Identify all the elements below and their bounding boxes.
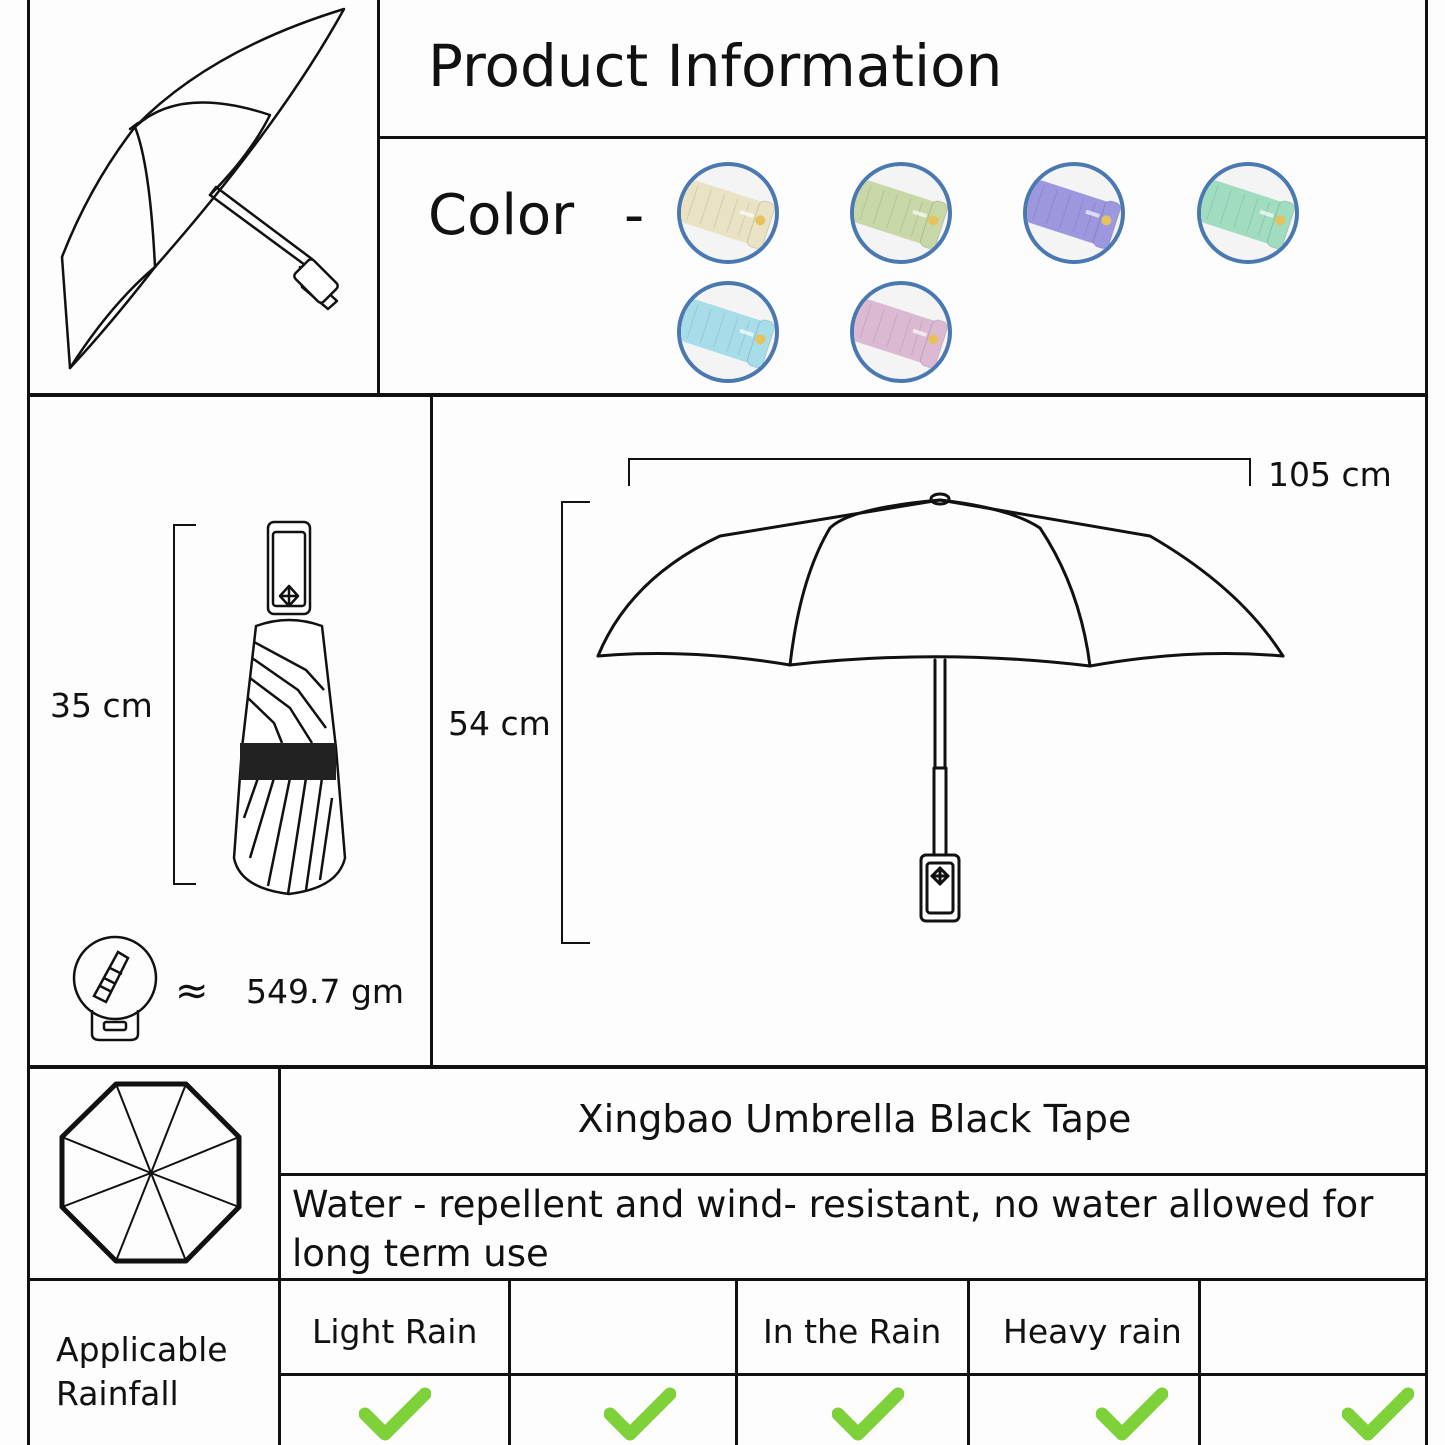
open-umbrella-front-illustration	[596, 492, 1285, 923]
rainfall-col-in-the-rain: In the Rain	[763, 1312, 942, 1351]
color-swatch-beige[interactable]	[677, 162, 779, 264]
scale-icon	[72, 935, 158, 1042]
border-right	[1425, 0, 1428, 1445]
divider-h-product	[280, 1173, 1428, 1176]
open-umbrella-side-illustration	[60, 7, 346, 370]
weight-approx-symbol: ≈	[175, 968, 209, 1014]
color-swatch-lavender[interactable]	[1023, 162, 1125, 264]
check-icon	[832, 1387, 904, 1441]
rainfall-label: Applicable Rainfall	[56, 1330, 228, 1413]
divider-h-mid	[27, 1065, 1428, 1069]
check-icon	[1096, 1387, 1168, 1441]
color-separator: -	[624, 183, 645, 248]
divider-h-rainfall	[27, 1278, 1428, 1281]
divider-h-top	[27, 393, 1428, 397]
open-height-bracket	[561, 501, 590, 944]
border-left	[27, 0, 30, 1445]
page-title: Product Information	[428, 32, 1003, 100]
divider-h-rainfall-row	[280, 1373, 1428, 1376]
divider-h-title	[377, 136, 1428, 139]
divider-v-lower	[278, 1068, 281, 1445]
color-swatch-pink[interactable]	[850, 281, 952, 383]
umbrella-top-view-icon	[59, 1081, 242, 1264]
product-description: Water - repellent and wind- resistant, n…	[292, 1183, 1374, 1275]
weight-label: 549.7 gm	[246, 972, 405, 1011]
divider-v-col2	[735, 1279, 738, 1445]
open-diameter-label: 105 cm	[1268, 455, 1392, 494]
check-icon	[359, 1387, 431, 1441]
color-swatch-sage-green[interactable]	[850, 162, 952, 264]
divider-v-mid	[430, 396, 433, 1068]
divider-v-col3	[967, 1279, 970, 1445]
product-name: Xingbao Umbrella Black Tape	[577, 1097, 1132, 1141]
folded-umbrella-illustration	[232, 520, 347, 896]
divider-v-top	[377, 0, 380, 396]
open-height-label: 54 cm	[448, 704, 551, 743]
divider-v-col4	[1198, 1279, 1201, 1445]
divider-v-col1	[508, 1279, 511, 1445]
color-label: Color	[428, 183, 575, 248]
rainfall-col-light-rain: Light Rain	[312, 1312, 478, 1351]
color-swatch-mint[interactable]	[1197, 162, 1299, 264]
check-icon	[604, 1387, 676, 1441]
folded-length-label: 35 cm	[50, 686, 153, 725]
rainfall-col-heavy-rain: Heavy rain	[1003, 1312, 1182, 1351]
color-swatch-sky-blue[interactable]	[677, 281, 779, 383]
check-icon	[1342, 1387, 1414, 1441]
folded-length-bracket	[173, 524, 196, 885]
open-diameter-bracket	[628, 458, 1251, 486]
